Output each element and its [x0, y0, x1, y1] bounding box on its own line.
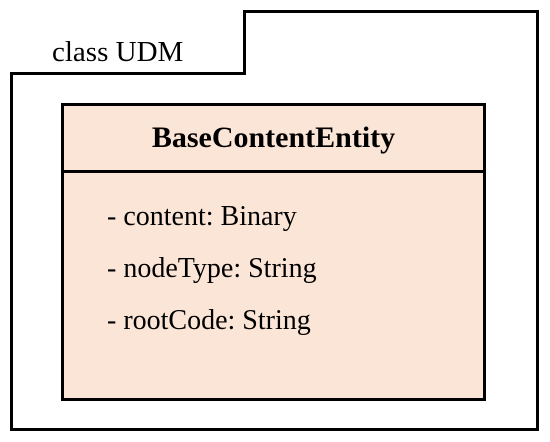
frame-name-tab	[10, 10, 246, 75]
class-divider	[64, 170, 483, 173]
class-box: BaseContentEntity - content: Binary - no…	[61, 103, 486, 401]
attribute-list: - content: Binary - nodeType: String - r…	[107, 203, 317, 359]
frame-label: class UDM	[52, 36, 184, 68]
class-name: BaseContentEntity	[151, 121, 396, 154]
attribute-item: - nodeType: String	[107, 253, 317, 284]
attribute-item: - rootCode: String	[107, 305, 311, 336]
attribute-item: - content: Binary	[107, 201, 297, 232]
